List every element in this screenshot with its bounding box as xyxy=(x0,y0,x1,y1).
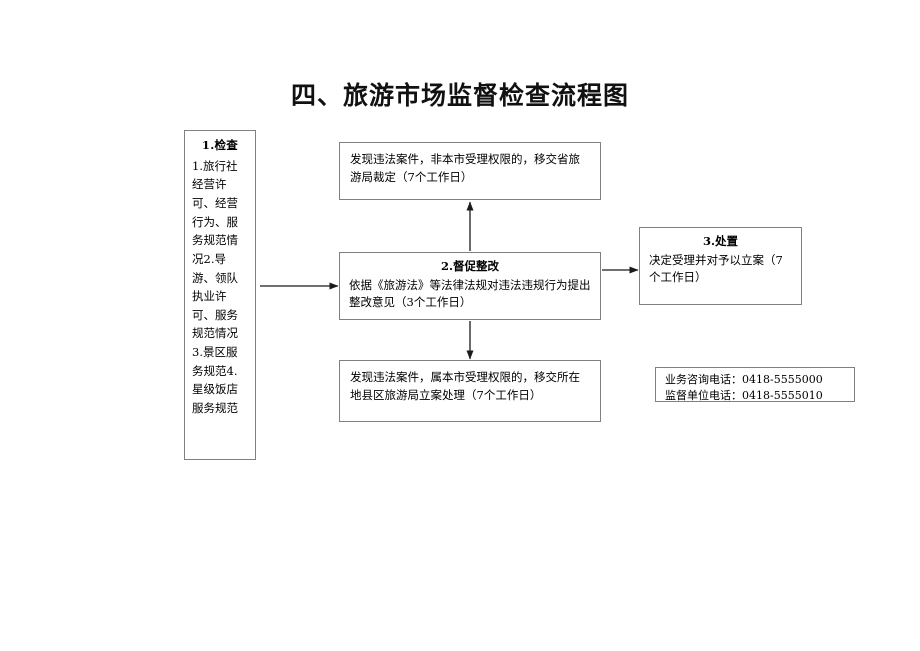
node-disposal[interactable]: 3.处置 决定受理并对予以立案（7个工作日） xyxy=(639,227,802,305)
node-transfer-county[interactable]: 发现违法案件，属本市受理权限的，移交所在地县区旅游局立案处理（7个工作日） xyxy=(339,360,601,422)
contact-business-line: 业务咨询电话：0418-5555000 xyxy=(665,373,823,386)
node-rectification[interactable]: 2.督促整改 依据《旅游法》等法律法规对违法违规行为提出整改意见（3个工作日） xyxy=(339,252,601,320)
node-disposal-header: 3.处置 xyxy=(702,234,738,248)
node-inspection[interactable]: 1.检查 1.旅行社经营许可、经营行为、服务规范情况2.导游、领队执业许可、服务… xyxy=(184,130,256,460)
node-rectification-body: 依据《旅游法》等法律法规对违法违规行为提出整改意见（3个工作日） xyxy=(349,277,591,310)
node-transfer-province[interactable]: 发现违法案件，非本市受理权限的，移交省旅游局裁定（7个工作日） xyxy=(339,142,601,200)
page-title: 四、旅游市场监督检查流程图 xyxy=(290,81,629,110)
node-rectification-header: 2.督促整改 xyxy=(440,259,499,273)
contact-info-box: 业务咨询电话：0418-5555000 监督单位电话：0418-5555010 xyxy=(655,367,855,402)
node-transfer-county-body: 发现违法案件，属本市受理权限的，移交所在地县区旅游局立案处理（7个工作日） xyxy=(350,370,580,402)
node-transfer-province-body: 发现违法案件，非本市受理权限的，移交省旅游局裁定（7个工作日） xyxy=(350,152,580,184)
contact-supervision-line: 监督单位电话：0418-5555010 xyxy=(665,388,823,402)
node-disposal-body: 决定受理并对予以立案（7个工作日） xyxy=(649,252,783,285)
node-inspection-header: 1.检查 xyxy=(201,138,239,152)
node-inspection-body: 1.旅行社经营许可、经营行为、服务规范情况2.导游、领队执业许可、服务规范情况3… xyxy=(192,158,238,415)
